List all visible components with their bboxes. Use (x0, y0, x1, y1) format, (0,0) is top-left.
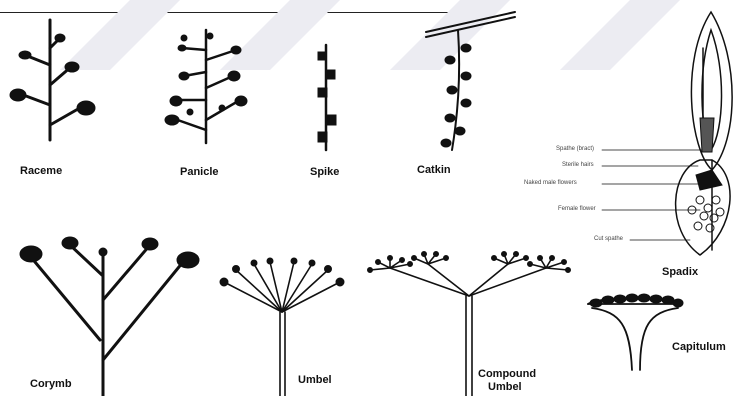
spadix-female-flowers (688, 196, 724, 232)
spadix-callout-female-flower: Female flower (558, 206, 596, 213)
label-compound-umbel-line1: Compound (478, 368, 536, 380)
capitulum-florets (590, 294, 683, 307)
label-capitulum: Capitulum (672, 341, 726, 353)
label-spike: Spike (310, 166, 339, 178)
capitulum-drawing (588, 298, 682, 370)
spadix-callout-sterile-hairs: Sterile hairs (562, 162, 594, 169)
label-raceme: Raceme (20, 165, 62, 177)
label-compound-umbel-line2: Umbel (488, 381, 522, 393)
raceme-drawing (18, 20, 85, 140)
spadix-callout-spathe: Spathe (bract) (556, 146, 594, 153)
corymb-flowers (20, 237, 199, 268)
spadix-callout-cut-spathe: Cut spathe (594, 236, 623, 243)
label-corymb: Corymb (30, 378, 72, 390)
catkin-flowers (441, 44, 471, 147)
label-catkin: Catkin (417, 164, 451, 176)
catkin-drawing (426, 12, 515, 150)
spadix-callout-lines (602, 150, 702, 240)
umbel-flowers (220, 258, 344, 286)
label-umbel: Umbel (298, 374, 332, 386)
label-spadix: Spadix (662, 266, 698, 278)
corymb-drawing (30, 245, 183, 396)
label-panicle: Panicle (180, 166, 219, 178)
spadix-callout-male-flowers: Naked male flowers (524, 180, 577, 187)
compound-umbel-drawing (370, 254, 568, 396)
